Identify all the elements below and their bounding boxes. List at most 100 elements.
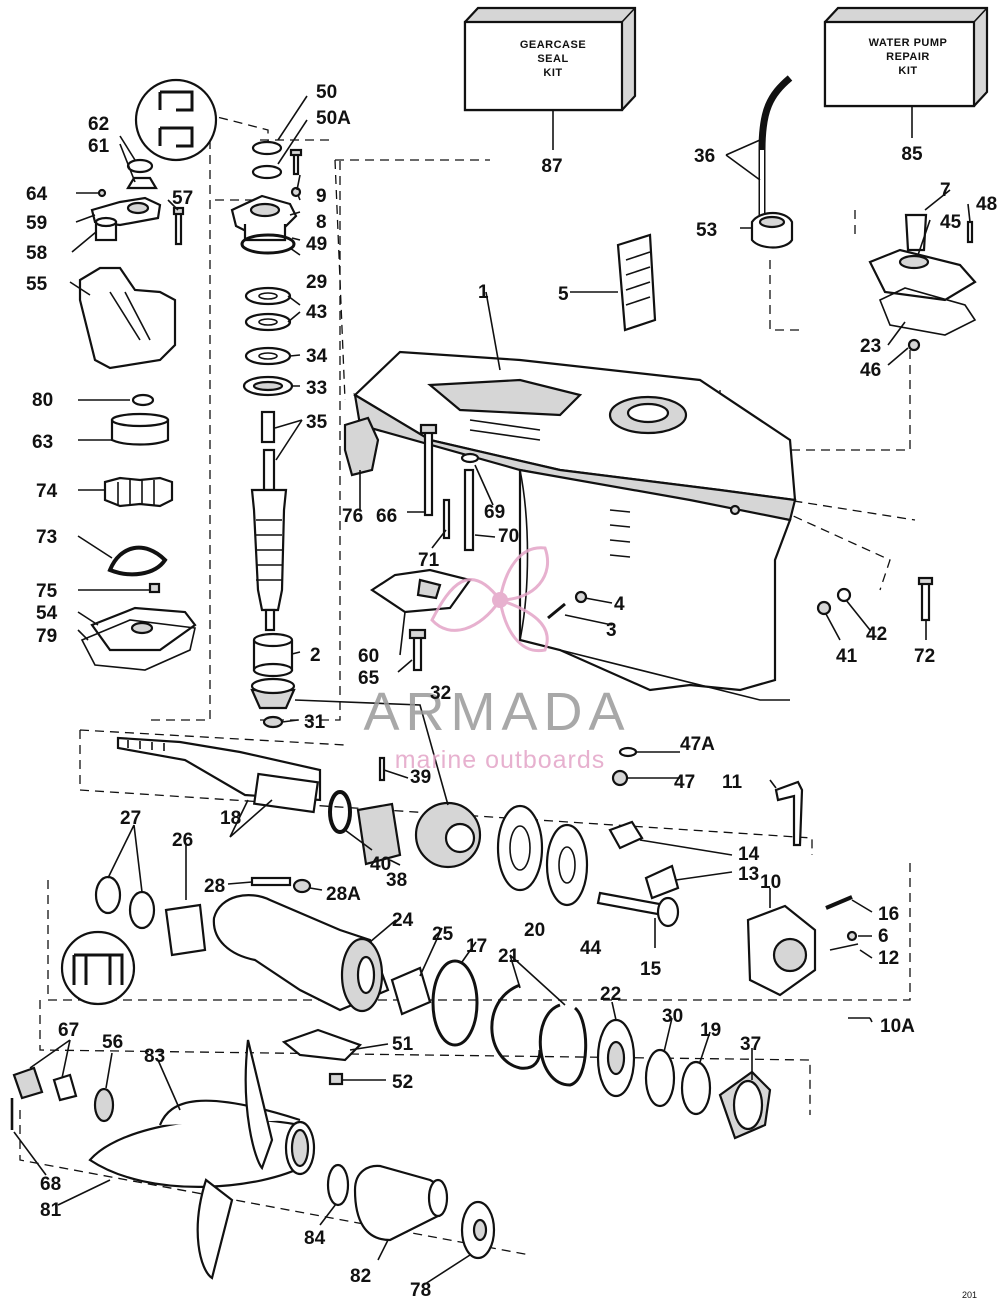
callout-51: 51 — [392, 1034, 414, 1055]
callout-57: 57 — [172, 188, 193, 209]
water-pump-kit-line2: REPAIR — [886, 51, 930, 63]
callout-67: 67 — [58, 1020, 79, 1041]
callout-53: 53 — [696, 220, 717, 241]
callout-19: 19 — [700, 1020, 721, 1041]
callout-54: 54 — [36, 603, 58, 624]
callout-1: 1 — [478, 282, 489, 303]
callout-2: 2 — [310, 645, 321, 666]
callout-30: 30 — [662, 1006, 683, 1027]
gearcase-seal-kit: GEARCASE SEAL KIT — [463, 6, 637, 150]
leader-lines — [13, 95, 971, 1287]
callout-76: 76 — [342, 506, 363, 527]
bearing-housing-row — [60, 875, 772, 1140]
watermark-tagline: marine outboards — [395, 746, 606, 774]
callout-59: 59 — [26, 213, 47, 234]
callout-58: 58 — [26, 243, 47, 264]
callout-10: 10 — [760, 872, 781, 893]
callout-28A: 28A — [326, 884, 361, 905]
callout-50A: 50A — [316, 108, 351, 129]
callout-41: 41 — [836, 646, 858, 667]
propeller-logo-icon — [430, 546, 550, 653]
callout-37: 37 — [740, 1034, 761, 1055]
callout-31: 31 — [304, 712, 326, 733]
callout-55: 55 — [26, 274, 48, 295]
gearcase-housing — [353, 350, 797, 701]
callout-16: 16 — [878, 904, 899, 925]
callout-17: 17 — [466, 936, 487, 957]
callout-44: 44 — [580, 938, 602, 959]
callout-39: 39 — [410, 767, 431, 788]
callout-64: 64 — [26, 184, 48, 205]
callout-85: 85 — [901, 144, 923, 165]
gearcase-kit-line2: SEAL — [537, 53, 568, 65]
callout-78: 78 — [410, 1280, 431, 1301]
callout-87: 87 — [541, 156, 562, 177]
callout-66: 66 — [376, 506, 397, 527]
callout-22: 22 — [600, 984, 621, 1005]
callout-47: 47 — [674, 772, 695, 793]
callout-24: 24 — [392, 910, 414, 931]
callout-50: 50 — [316, 82, 337, 103]
callout-68: 68 — [40, 1174, 61, 1195]
callout-43: 43 — [306, 302, 327, 323]
callout-12: 12 — [878, 948, 899, 969]
callout-35: 35 — [306, 412, 328, 433]
callout-84: 84 — [304, 1228, 326, 1249]
callout-labels: 87 85 50 50A 9 8 49 29 43 34 33 35 2 32 … — [26, 82, 997, 1301]
callout-25: 25 — [432, 924, 454, 945]
callout-80: 80 — [32, 390, 53, 411]
callout-18: 18 — [220, 808, 241, 829]
callout-81: 81 — [40, 1200, 62, 1221]
callout-70: 70 — [498, 526, 519, 547]
water-pump-kit-line3: KIT — [898, 65, 917, 77]
callout-14: 14 — [738, 844, 760, 865]
callout-65: 65 — [358, 668, 380, 689]
callout-34: 34 — [306, 346, 328, 367]
callout-48: 48 — [976, 194, 997, 215]
watermark-brand: ARMADA — [363, 682, 630, 742]
callout-23: 23 — [860, 336, 881, 357]
callout-38: 38 — [386, 870, 407, 891]
callout-33: 33 — [306, 378, 327, 399]
callout-62: 62 — [88, 114, 109, 135]
callout-61: 61 — [88, 136, 110, 157]
callout-63: 63 — [32, 432, 53, 453]
propeller-row — [10, 1039, 496, 1280]
propshaft-row — [116, 736, 870, 1019]
callout-28: 28 — [204, 876, 225, 897]
callout-7: 7 — [940, 180, 951, 201]
callout-32: 32 — [430, 683, 451, 704]
callout-47A: 47A — [680, 734, 715, 755]
callout-4: 4 — [614, 594, 625, 615]
water-pump-kit-line1: WATER PUMP — [869, 37, 948, 49]
callout-8: 8 — [316, 212, 327, 233]
callout-75: 75 — [36, 581, 58, 602]
callout-5: 5 — [558, 284, 569, 305]
callout-49: 49 — [306, 234, 327, 255]
callout-45: 45 — [940, 212, 962, 233]
armada-watermark: ARMADA marine outboards — [363, 546, 630, 774]
callout-6: 6 — [878, 926, 889, 947]
callout-46: 46 — [860, 360, 881, 381]
gearcase-kit-line3: KIT — [543, 67, 562, 79]
water-pump-repair-kit: WATER PUMP REPAIR KIT — [823, 6, 989, 138]
callout-71: 71 — [418, 550, 440, 571]
callout-13: 13 — [738, 864, 759, 885]
callout-10A: 10A — [880, 1016, 915, 1037]
callout-40: 40 — [370, 854, 391, 875]
callout-69: 69 — [484, 502, 505, 523]
upper-right-parts — [616, 75, 977, 352]
callout-60: 60 — [358, 646, 379, 667]
callout-3: 3 — [606, 620, 617, 641]
callout-56: 56 — [102, 1032, 123, 1053]
callout-36: 36 — [694, 146, 715, 167]
callout-21: 21 — [498, 946, 520, 967]
callout-83: 83 — [144, 1046, 165, 1067]
callout-27: 27 — [120, 808, 141, 829]
callout-9: 9 — [316, 186, 327, 207]
driveshaft-stack — [230, 140, 303, 729]
callout-73: 73 — [36, 527, 57, 548]
callout-79: 79 — [36, 626, 57, 647]
callout-29: 29 — [306, 272, 327, 293]
